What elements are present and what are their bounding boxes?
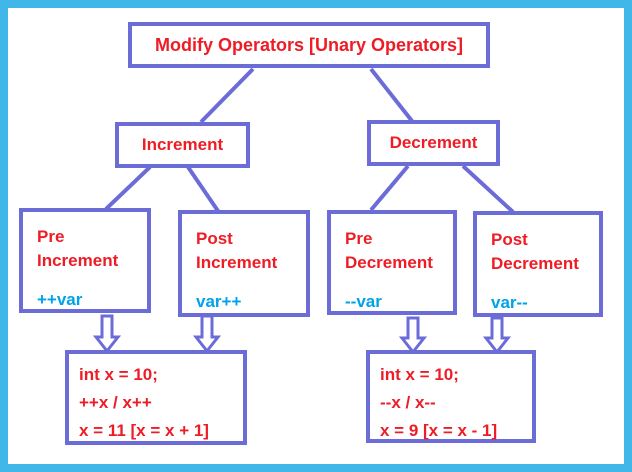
result-decrement-line1: int x = 10; bbox=[380, 365, 459, 384]
branch-node-increment: Increment bbox=[115, 122, 250, 168]
result-decrement-line2: --x / x-- bbox=[380, 393, 436, 412]
pre-decrement-title-line2: Decrement bbox=[345, 253, 433, 272]
connector-increment-to-pre bbox=[104, 165, 152, 211]
pre-decrement-code: --var bbox=[345, 292, 382, 311]
pre-increment-code: ++var bbox=[37, 290, 83, 309]
root-node-label: Modify Operators [Unary Operators] bbox=[154, 34, 464, 55]
branch-increment-label: Increment bbox=[141, 135, 224, 154]
post-increment-title-line1: Post bbox=[196, 229, 233, 248]
leaf-node-pre-decrement: Pre Decrement --var bbox=[327, 210, 457, 315]
result-decrement-line3: x = 9 [x = x - 1] bbox=[380, 421, 498, 440]
connector-decrement-to-post bbox=[461, 164, 515, 214]
leaf-node-pre-increment: Pre Increment ++var bbox=[19, 208, 151, 313]
branch-node-decrement: Decrement bbox=[367, 120, 500, 166]
result-node-increment: int x = 10; ++x / x++ x = 11 [x = x + 1] bbox=[65, 350, 247, 445]
connector-root-to-decrement bbox=[369, 67, 414, 123]
leaf-node-post-increment: Post Increment var++ bbox=[178, 210, 310, 317]
connector-decrement-to-pre bbox=[369, 164, 410, 212]
root-node-modify-operators: Modify Operators [Unary Operators] bbox=[128, 22, 490, 68]
result-increment-line2: ++x / x++ bbox=[79, 393, 152, 412]
post-decrement-title-line1: Post bbox=[491, 230, 528, 249]
post-increment-title-line2: Increment bbox=[196, 253, 278, 272]
pre-increment-title-line1: Pre bbox=[37, 227, 65, 246]
connector-root-to-increment bbox=[199, 67, 255, 124]
down-arrow-icon-pre-decrement bbox=[398, 316, 428, 355]
post-decrement-title-line2: Decrement bbox=[491, 254, 579, 273]
result-increment-line3: x = 11 [x = x + 1] bbox=[79, 421, 209, 440]
down-arrow-icon-post-decrement bbox=[482, 316, 512, 355]
connector-increment-to-post bbox=[186, 165, 220, 213]
post-increment-code: var++ bbox=[196, 292, 242, 311]
down-arrow-icon-post-increment bbox=[192, 314, 222, 354]
branch-decrement-label: Decrement bbox=[389, 133, 478, 152]
result-increment-line1: int x = 10; bbox=[79, 365, 158, 384]
post-decrement-code: var-- bbox=[491, 293, 528, 312]
pre-decrement-title-line1: Pre bbox=[345, 229, 373, 248]
down-arrow-icon-pre-increment bbox=[92, 314, 122, 354]
result-node-decrement: int x = 10; --x / x-- x = 9 [x = x - 1] bbox=[366, 350, 536, 443]
pre-increment-title-line2: Increment bbox=[37, 251, 119, 270]
leaf-node-post-decrement: Post Decrement var-- bbox=[473, 211, 603, 317]
